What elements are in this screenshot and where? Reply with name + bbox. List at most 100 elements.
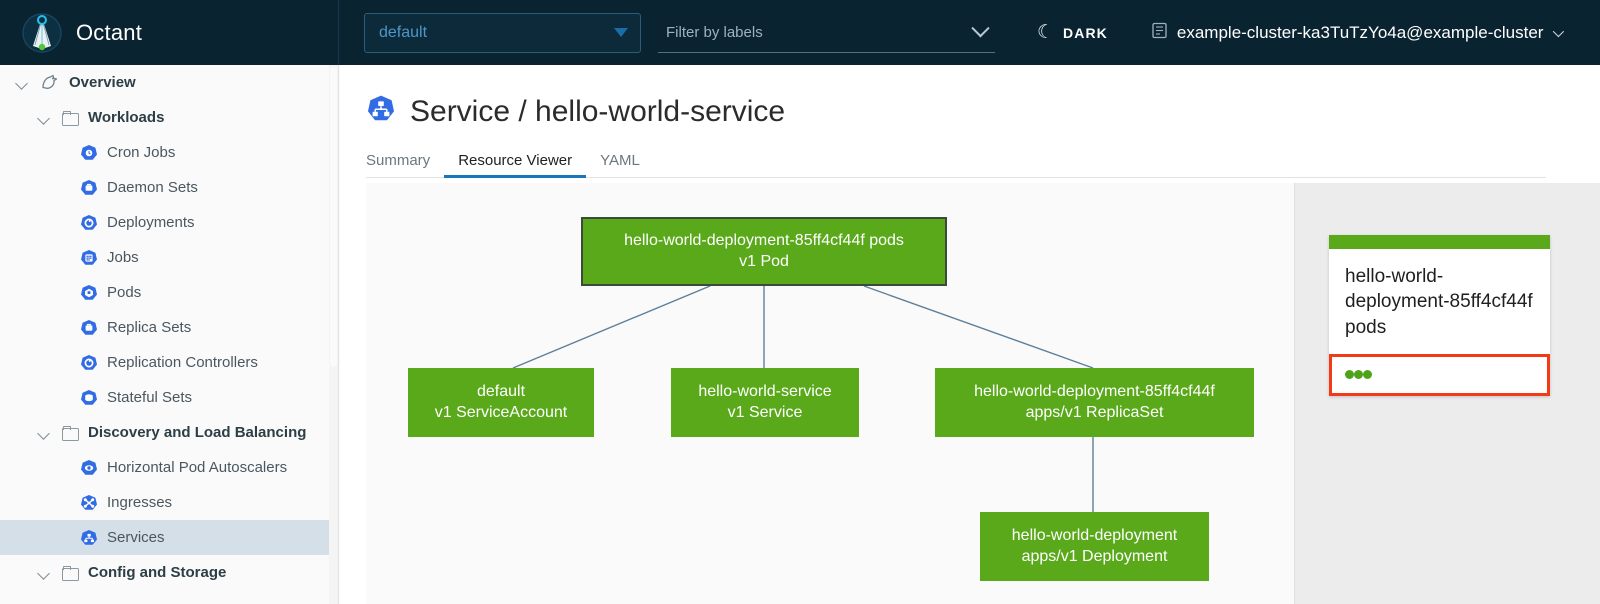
sidebar-item-replica-sets[interactable]: Replica Sets [0,310,338,345]
sidebar-item-label: Stateful Sets [107,389,193,406]
graph-node-name: default [476,382,526,400]
tab-summary[interactable]: Summary [366,152,431,169]
deployments-icon [80,214,98,232]
graph-edges [512,285,1094,512]
sidebar-item-label: Services [107,529,165,546]
sidebar-item-label: Horizontal Pod Autoscalers [107,459,288,476]
sidebar-item-deployments[interactable]: Deployments [0,205,338,240]
sidebar-item-replication-controllers[interactable]: Replication Controllers [0,345,338,380]
graph-node-name: hello-world-deployment-85ff4cf44f [974,382,1215,400]
status-dot [1345,369,1354,379]
page-title: Service / hello-world-service [366,94,1600,129]
sidebar-item-label: Replication Controllers [107,354,258,371]
sidebar-item-config-and-storage[interactable]: Config and Storage [0,555,338,590]
theme-toggle[interactable]: ☾ DARK [1037,13,1108,53]
chevron-down-icon [614,28,628,37]
sidebar-item-daemon-sets[interactable]: Daemon Sets [0,170,338,205]
overview-icon [40,74,60,91]
sidebar-item-label: Ingresses [107,494,173,511]
stateful-sets-icon [80,389,98,407]
sidebar-item-label: Config and Storage [88,564,227,581]
graph-node-name: hello-world-deployment [1011,526,1178,544]
graph-node-replicaset[interactable]: hello-world-deployment-85ff4cf44f apps/v1… [935,368,1254,437]
namespace-value: default [379,23,428,41]
page-title-text: Service / hello-world-service [410,94,786,128]
tab-yaml[interactable]: YAML [600,152,640,169]
services-icon [80,529,98,547]
detail-card[interactable]: hello-world-deployment-85ff4cf44f pods [1329,235,1550,396]
sidebar-item-label: Daemon Sets [107,179,198,196]
namespace-select[interactable]: default [364,12,641,53]
label-filter-input[interactable]: Filter by labels [658,13,995,53]
sidebar-item-jobs[interactable]: Jobs [0,240,338,275]
detail-card-status-bar [1329,235,1550,249]
daemon-sets-icon [80,179,98,197]
graph-node-pod[interactable]: hello-world-deployment-85ff4cf44f pods v1… [581,217,947,286]
resource-graph: hello-world-deployment-85ff4cf44f pods v1… [366,183,1294,604]
sidebar-item-workloads[interactable]: Workloads [0,100,338,135]
sidebar-item-stateful-sets[interactable]: Stateful Sets [0,380,338,415]
chevron-down-icon[interactable] [36,425,52,441]
sidebar-item-label: Workloads [88,109,165,126]
graph-node-kind: v1 Pod [739,252,789,270]
pods-icon [80,284,98,302]
tab-resource-viewer[interactable]: Resource Viewer [444,152,587,178]
tab-bar: Summary Resource Viewer YAML [366,147,1546,178]
status-dot [1363,369,1372,379]
graph-node-kind: v1 ServiceAccount [434,403,568,421]
main-content: Service / hello-world-service Summary Res… [340,65,1600,604]
sidebar-item-overview[interactable]: Overview [0,65,338,100]
sidebar-item-label: Discovery and Load Balancing [88,424,307,441]
detail-card-status-row[interactable] [1329,353,1550,396]
jobs-icon [80,249,98,267]
sidebar-item-label: Overview [69,74,136,91]
ingresses-icon [80,494,98,512]
cluster-select[interactable]: example-cluster-ka3TuTzYo4a@example-clus… [1152,13,1565,53]
sidebar-item-label: Jobs [107,249,139,266]
replication-controllers-icon [80,354,98,372]
sidebar-item-pods[interactable]: Pods [0,275,338,310]
replica-sets-icon [80,319,98,337]
sidebar-item-ingresses[interactable]: Ingresses [0,485,338,520]
detail-panel: hello-world-deployment-85ff4cf44f pods [1294,183,1600,604]
folder-icon [62,425,79,441]
chevron-down-icon[interactable] [36,565,52,581]
sidebar-item-label: Deployments [107,214,195,231]
status-dots [1345,366,1372,384]
status-dot [1354,369,1363,379]
graph-edge [863,285,1094,369]
sidebar-item-discovery-and-load-balancing[interactable]: Discovery and Load Balancing [0,415,338,450]
graph-node-sa[interactable]: default v1 ServiceAccount [408,368,594,437]
cluster-icon [1152,22,1167,44]
folder-icon [62,110,79,126]
sidebar-item-cron-jobs[interactable]: Cron Jobs [0,135,338,170]
cluster-label: example-cluster-ka3TuTzYo4a@example-clus… [1176,22,1544,42]
sidebar-scrollbar-thumb[interactable] [330,67,337,367]
brand[interactable]: Octant [0,0,339,65]
graph-node-service[interactable]: hello-world-service v1 Service [671,368,859,437]
sidebar-scrollbar[interactable] [329,65,338,604]
sidebar-item-label: Pods [107,284,142,301]
graph-node-name: hello-world-deployment-85ff4cf44f pods [624,231,904,249]
sidebar-item-label: Cron Jobs [107,144,176,161]
chevron-down-icon[interactable] [14,75,30,91]
graph-node-kind: apps/v1 ReplicaSet [1025,403,1164,421]
cron-jobs-icon [80,144,98,162]
sidebar-item-services[interactable]: Services [0,520,338,555]
sidebar-item-label: Replica Sets [107,319,192,336]
sidebar-item-horizontal-pod-autoscalers[interactable]: Horizontal Pod Autoscalers [0,450,338,485]
chevron-down-icon [1553,25,1565,37]
app-header: Octant default Filter by labels ☾ DARK [0,0,1600,65]
service-icon [366,94,396,129]
octant-logo-icon [22,12,62,53]
label-filter-placeholder: Filter by labels [666,23,763,41]
graph-node-kind: v1 Service [727,403,803,421]
hpa-icon [80,459,98,477]
chevron-down-icon [971,18,990,37]
chevron-down-icon[interactable] [36,110,52,126]
graph-node-name: hello-world-service [698,382,832,400]
